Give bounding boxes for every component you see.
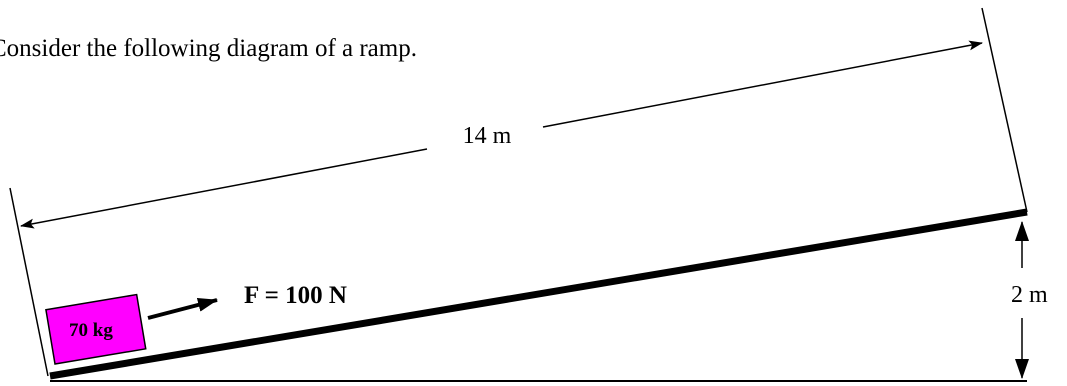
mass-block-body (45, 293, 147, 365)
length-dimension-left-arrow (20, 148, 428, 229)
intro-text-container: Consider the following diagram of a ramp… (0, 29, 700, 69)
mass-label: 70 kg (69, 320, 113, 341)
force-label: F = 100 N (244, 282, 347, 309)
intro-text: Consider the following diagram of a ramp… (0, 35, 417, 62)
force-arrow (147, 298, 218, 320)
length-dimension-right-arrow (542, 40, 983, 128)
height-label: 2 m (1011, 282, 1048, 308)
mass-block (45, 293, 147, 365)
ramp-surface (49, 208, 1028, 380)
extension-line-left (9, 187, 49, 377)
length-label: 14 m (463, 123, 512, 149)
extension-line-right (981, 7, 1028, 213)
